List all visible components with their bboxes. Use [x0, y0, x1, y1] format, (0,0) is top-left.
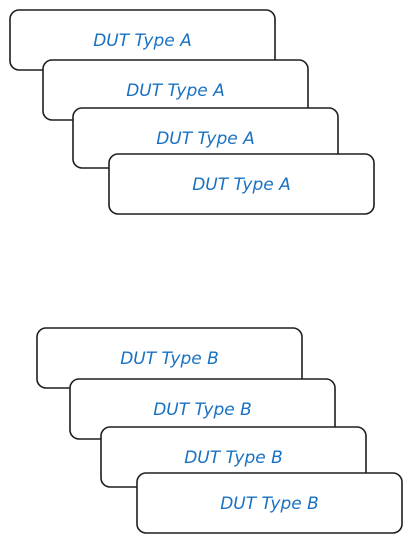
dut-box: DUT Type B: [136, 472, 403, 534]
dut-box-label: DUT Type A: [156, 129, 255, 149]
dut-box-label: DUT Type A: [126, 81, 225, 101]
dut-box: DUT Type A: [72, 107, 339, 169]
dut-box: DUT Type A: [9, 9, 276, 71]
dut-box-label: DUT Type B: [184, 448, 283, 468]
dut-box: DUT Type A: [42, 59, 309, 121]
dut-box-label: DUT Type A: [93, 31, 192, 51]
dut-box: DUT Type B: [36, 327, 303, 389]
dut-box-outline: [136, 472, 403, 534]
dut-box-outline: [108, 153, 375, 215]
dut-box: DUT Type A: [108, 153, 375, 215]
dut-box-label: DUT Type B: [220, 494, 319, 514]
dut-box-label: DUT Type B: [120, 349, 219, 369]
dut-group-type-a: DUT Type A DUT Type A DUT Type A DUT Type A: [9, 9, 375, 215]
dut-box-label: DUT Type A: [192, 175, 291, 195]
dut-group-type-b: DUT Type B DUT Type B DUT Type B DUT Type B: [36, 327, 403, 534]
dut-box-label: DUT Type B: [153, 400, 252, 420]
dut-box: DUT Type B: [100, 426, 367, 488]
